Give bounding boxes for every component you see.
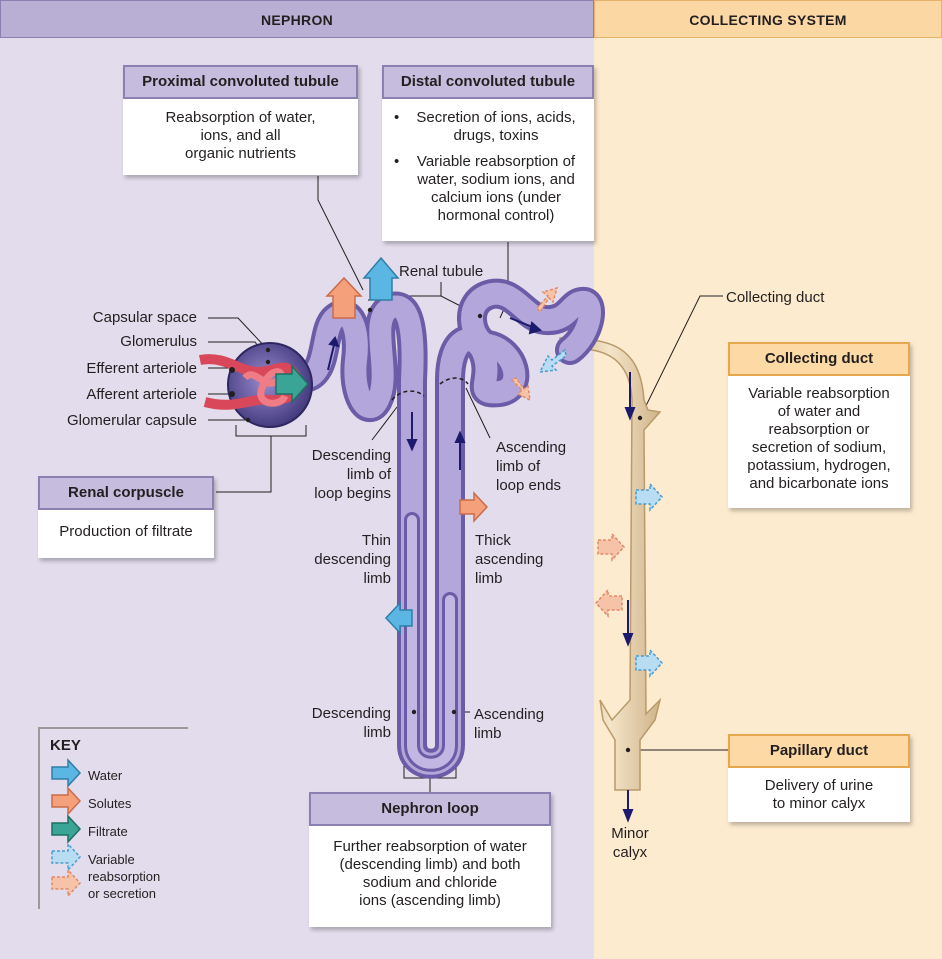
thick-ascending-limb-label: Thick ascending limb xyxy=(475,532,544,587)
thin-descending-limb-label: Thin descending limb xyxy=(314,532,391,587)
nephron-loop-line: (descending limb) and both xyxy=(339,856,521,873)
minor-calyx-label: Minor calyx xyxy=(611,825,649,861)
key-variable: Variable reabsorption or secretion xyxy=(88,852,161,901)
dct-box: Distal convoluted tubule Secretion of io… xyxy=(382,65,594,241)
renal-corpuscle-text: Production of filtrate xyxy=(59,523,193,540)
ascending-limb-label: Ascending limb xyxy=(474,706,545,742)
collecting-duct-line: of water and xyxy=(777,403,861,420)
papillary-duct-title: Papillary duct xyxy=(728,734,910,768)
pct-line: ions, and all xyxy=(200,127,281,144)
key-water: Water xyxy=(88,768,123,783)
renal-corpuscle-box: Renal corpuscle Production of filtrate xyxy=(38,476,214,558)
nephron-header: NEPHRON xyxy=(0,0,594,38)
pct-box: Proximal convoluted tubule Reabsorption … xyxy=(123,65,358,175)
nephron-loop-title: Nephron loop xyxy=(309,792,551,826)
nephron-loop-box: Nephron loop Further reabsorption of wat… xyxy=(309,792,551,927)
ascending-limb-ends-label: Ascending limb of loop ends xyxy=(496,439,567,494)
collecting-duct-line: Variable reabsorption xyxy=(748,385,890,402)
dct-bullet: Secretion of ions, acids, drugs, toxins xyxy=(394,109,588,145)
collecting-duct-shape xyxy=(559,337,662,791)
collecting-duct-line: and bicarbonate ions xyxy=(749,475,889,492)
pct-line: organic nutrients xyxy=(185,145,296,162)
efferent-arteriole-label: Efferent arteriole xyxy=(86,360,197,377)
collecting-duct-title: Collecting duct xyxy=(728,342,910,376)
collecting-duct-line: potassium, hydrogen, xyxy=(747,457,891,474)
renal-tubule-label: Renal tubule xyxy=(399,263,484,280)
pct-line: Reabsorption of water, xyxy=(165,109,316,126)
nephron-loop-line: Further reabsorption of water xyxy=(333,838,527,855)
dct-bullet: Variable reabsorption of water, sodium i… xyxy=(394,153,588,225)
key-legend: KEY Water Solutes Filtrate Variable reab… xyxy=(38,727,188,909)
collecting-system-header: COLLECTING SYSTEM xyxy=(594,0,942,38)
papillary-duct-box: Papillary duct Delivery of urine to mino… xyxy=(728,734,910,822)
descending-limb-begins-label: Descending limb of loop begins xyxy=(311,447,391,502)
renal-corpuscle-title: Renal corpuscle xyxy=(38,476,214,510)
capsular-space-label: Capsular space xyxy=(92,309,197,326)
collecting-duct-box: Collecting duct Variable reabsorption of… xyxy=(728,342,910,508)
collecting-duct-label: Collecting duct xyxy=(726,289,825,306)
descending-limb-label: Descending limb xyxy=(311,705,391,741)
key-solutes: Solutes xyxy=(88,796,132,811)
papillary-duct-line: Delivery of urine xyxy=(764,777,874,794)
key-title: KEY xyxy=(50,737,81,754)
nephron-tubule xyxy=(285,278,605,779)
renal-corpuscle-shape xyxy=(199,342,313,428)
afferent-arteriole-label: Afferent arteriole xyxy=(86,386,197,403)
nephron-loop-line: sodium and chloride xyxy=(362,874,498,891)
collecting-duct-line: reabsorption or xyxy=(768,421,870,438)
nephron-loop-line: ions (ascending limb) xyxy=(359,892,501,909)
glomerulus-label: Glomerulus xyxy=(120,333,197,350)
dct-title: Distal convoluted tubule xyxy=(382,65,594,99)
key-filtrate: Filtrate xyxy=(88,824,128,839)
papillary-duct-line: to minor calyx xyxy=(772,795,866,812)
glomerular-capsule-label: Glomerular capsule xyxy=(66,412,197,429)
collecting-duct-line: secretion of sodium, xyxy=(751,439,887,456)
pct-title: Proximal convoluted tubule xyxy=(123,65,358,99)
